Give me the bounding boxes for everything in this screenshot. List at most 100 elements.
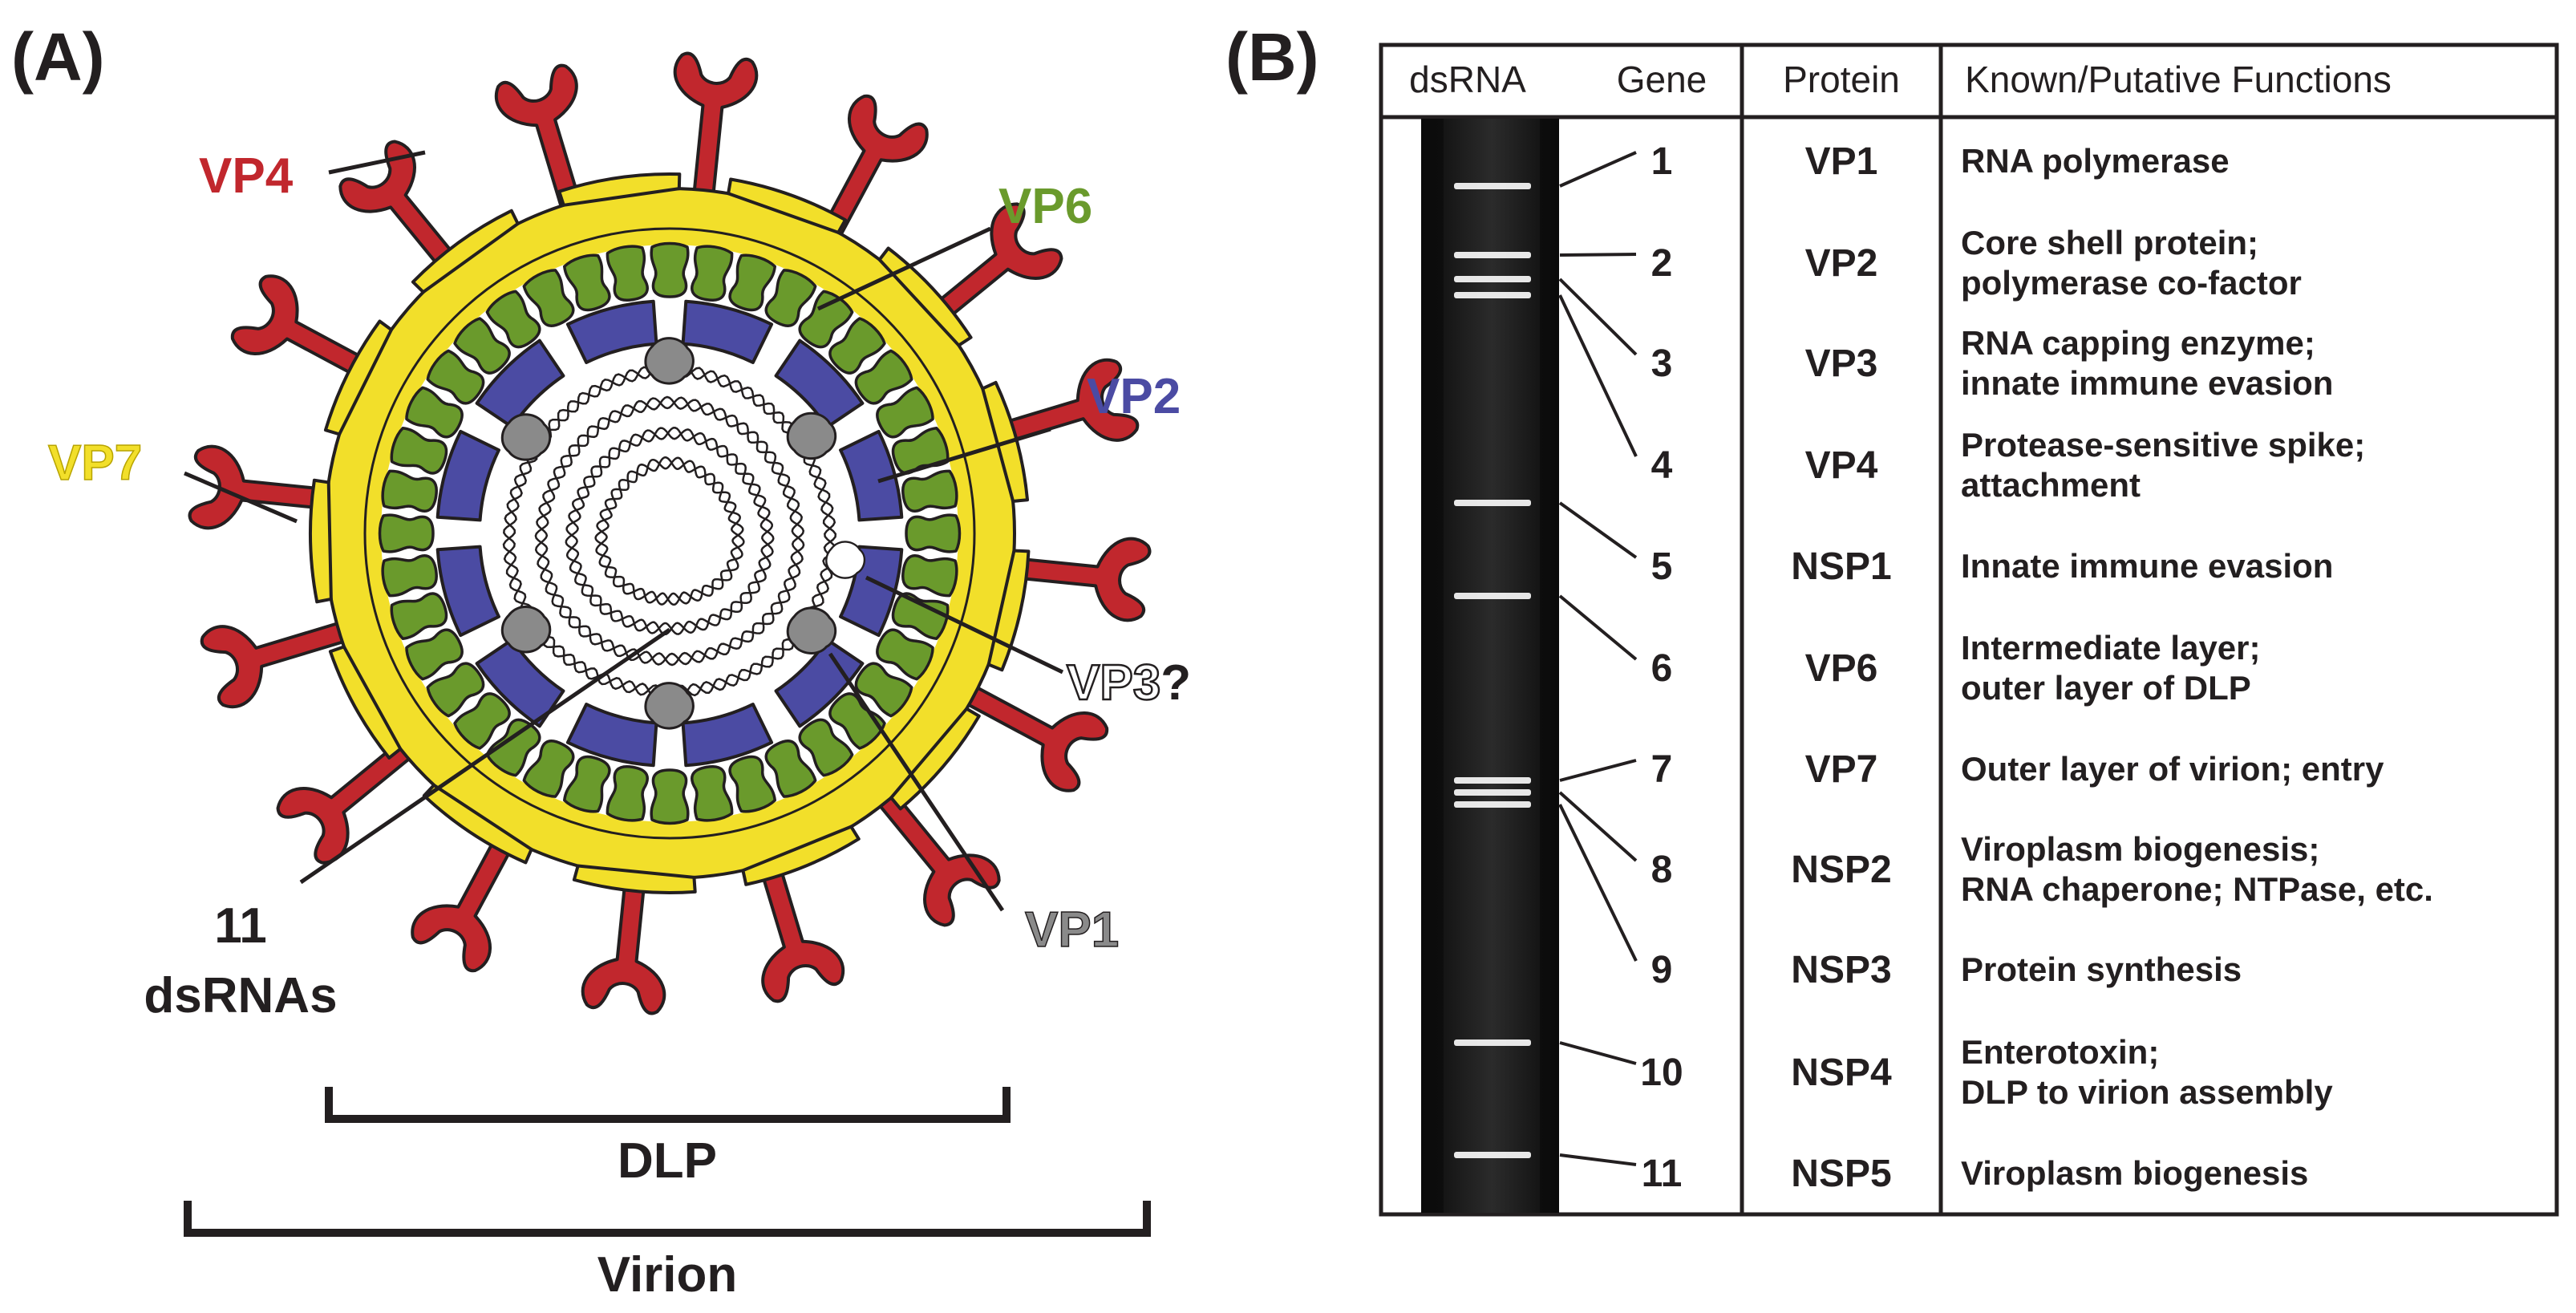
header-functions: Known/Putative Functions — [1965, 59, 2392, 100]
protein-name: VP2 — [1805, 242, 1878, 285]
gel-band-leader — [1559, 151, 1637, 188]
vp7-leader — [184, 471, 298, 524]
function-text: RNA chaperone; NTPase, etc. — [1961, 870, 2433, 908]
gel-band — [1454, 801, 1531, 808]
function-text: polymerase co-factor — [1961, 264, 2302, 302]
gene-number: 4 — [1651, 444, 1673, 487]
function-text: Protein synthesis — [1961, 950, 2242, 988]
vp4-spike-shape — [757, 855, 845, 1003]
protein-name: NSP1 — [1791, 545, 1891, 588]
function-text: Viroplasm biogenesis; — [1961, 830, 2319, 868]
gel-band-leader — [1558, 791, 1638, 862]
vp4-spike — [876, 789, 1001, 927]
vp4-spike-shape — [925, 202, 1063, 327]
vp1-enzyme — [644, 682, 695, 730]
vp1-leader — [828, 652, 1005, 912]
function-text: Innate immune evasion — [1961, 547, 2333, 585]
gel-band-leader — [1559, 759, 1637, 782]
function-text: Core shell protein; — [1961, 224, 2258, 261]
vp4-spike — [338, 140, 464, 278]
vp7-bump — [323, 319, 393, 436]
gel-band-leader — [1558, 804, 1638, 962]
protein-name: NSP3 — [1791, 949, 1891, 991]
dsrna-word-label: dsRNAs — [144, 968, 337, 1023]
gene-number: 7 — [1651, 748, 1673, 791]
vp6-trimer — [764, 269, 817, 327]
vp6-trimer — [453, 692, 511, 750]
vp4-spike — [200, 621, 348, 709]
vp1-enzyme — [786, 606, 837, 654]
vp4-spike-shape — [1006, 537, 1152, 622]
vp6-trimer — [522, 740, 575, 798]
dsrna-strand — [595, 456, 745, 606]
vp3-label: VP3? — [1067, 655, 1191, 711]
table-row: 7 VP7 Outer layer of virion; entry — [1651, 748, 2384, 791]
function-text: Enterotoxin; — [1961, 1033, 2159, 1071]
gel-band — [1454, 1039, 1531, 1046]
vp6-trimer — [381, 469, 438, 513]
protein-name: VP7 — [1805, 748, 1878, 791]
vp6-trimer — [691, 765, 734, 822]
vp6-trimer — [405, 386, 464, 439]
vp4-spike — [963, 684, 1109, 792]
function-text: Outer layer of virion; entry — [1961, 750, 2384, 788]
protein-name: NSP2 — [1791, 849, 1891, 891]
vp4-spike — [757, 855, 845, 1003]
vp4-spike — [820, 94, 929, 240]
vp4-spike — [1006, 537, 1152, 622]
vp4-spike-shape — [338, 140, 464, 278]
gel-band — [1454, 292, 1531, 298]
function-text: attachment — [1961, 466, 2141, 504]
vp6-trimer — [728, 253, 776, 312]
vp4-spike-shape — [820, 94, 929, 240]
vp6-trimer — [891, 592, 950, 640]
header-protein: Protein — [1783, 59, 1900, 100]
vp6-trimer — [485, 718, 541, 777]
vp7-bump — [309, 478, 333, 604]
vp4-spike-shape — [411, 827, 519, 973]
gene-number: 9 — [1651, 949, 1673, 991]
vp4-spike — [925, 202, 1063, 327]
vp1-enzyme — [500, 413, 552, 461]
protein-name: VP6 — [1805, 647, 1878, 690]
vp4-spike-shape — [494, 63, 582, 212]
vp4-leader — [328, 150, 426, 175]
vp2-segment — [435, 429, 500, 522]
function-text: RNA polymerase — [1961, 142, 2230, 180]
gel-band — [1454, 500, 1531, 506]
protein-name: NSP5 — [1791, 1153, 1891, 1195]
vp6-trimer — [381, 554, 438, 598]
vp4-spike-shape — [673, 51, 759, 197]
vp6-label: VP6 — [998, 179, 1092, 234]
vp4-spike — [494, 63, 582, 212]
vp7-bump — [877, 246, 973, 347]
gel-lane — [1444, 119, 1540, 1213]
vp4-spike-shape — [963, 684, 1109, 792]
protein-name: VP3 — [1805, 342, 1878, 385]
vp6-trimer — [876, 386, 934, 439]
vp4-spike — [991, 358, 1140, 446]
gel-band — [1454, 276, 1531, 282]
dlp-label: DLP — [618, 1133, 717, 1189]
vp2-core-shell — [435, 299, 904, 768]
vp6-trimer — [390, 592, 448, 640]
vp4-spike — [411, 827, 519, 973]
vp4-spike — [230, 274, 376, 383]
panel-b-letter: (B) — [1225, 19, 1319, 95]
vp6-trimer — [876, 628, 934, 681]
gel-bands — [1454, 183, 1531, 1158]
vp1-enzyme — [500, 606, 552, 654]
header-dsrna: dsRNA — [1409, 59, 1526, 100]
dsrna-leader — [299, 627, 671, 885]
vp6-trimer — [405, 628, 464, 681]
vp6-trimer — [606, 765, 649, 822]
gel-band — [1454, 593, 1531, 599]
vp6-trimer — [390, 427, 448, 475]
protein-name: VP4 — [1805, 444, 1878, 487]
vp6-trimer — [378, 513, 435, 553]
panel-a-letter: (A) — [11, 19, 105, 95]
